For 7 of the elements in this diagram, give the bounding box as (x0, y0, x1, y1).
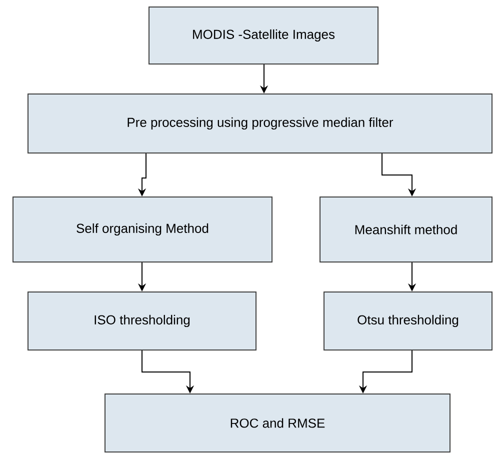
process-box: ROC and RMSE (104, 394, 450, 452)
process-box: Meanshift method (320, 196, 492, 262)
process-box: Self organising Method (12, 196, 272, 262)
process-box: Otsu thresholding (324, 292, 492, 350)
process-box: ISO thresholding (28, 292, 256, 350)
process-box: MODIS -Satellite Images (148, 6, 378, 64)
process-box: Pre processing using progressive median filter (28, 94, 492, 154)
